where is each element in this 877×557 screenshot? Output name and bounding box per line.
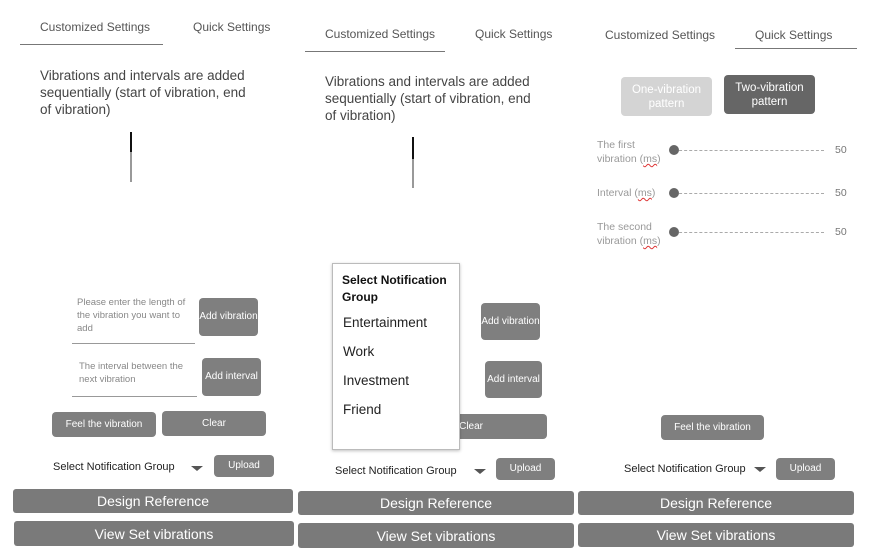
feel-vibration-button[interactable]: Feel the vibration bbox=[661, 415, 764, 440]
notification-group-dropdown: Select Notification Group Entertainment … bbox=[332, 263, 460, 450]
active-tab-underline bbox=[305, 51, 445, 52]
vibration-timeline bbox=[130, 152, 132, 182]
second-vibration-slider-handle[interactable] bbox=[669, 227, 679, 237]
dropdown-title: Select Notification Group bbox=[342, 273, 447, 304]
design-reference-button[interactable]: Design Reference bbox=[578, 491, 854, 515]
add-vibration-button[interactable]: Add vibration bbox=[199, 298, 258, 336]
one-vibration-pattern-button[interactable]: One-vibration pattern bbox=[621, 77, 712, 116]
dropdown-item-work[interactable]: Work bbox=[343, 344, 375, 359]
active-tab-underline bbox=[735, 48, 857, 49]
chevron-down-icon[interactable] bbox=[474, 469, 486, 474]
upload-button[interactable]: Upload bbox=[214, 455, 274, 477]
add-interval-button[interactable]: Add interval bbox=[202, 358, 261, 396]
view-set-vibrations-button[interactable]: View Set vibrations bbox=[14, 521, 294, 546]
dropdown-item-entertainment[interactable]: Entertainment bbox=[343, 315, 428, 330]
first-vibration-value: 50 bbox=[835, 144, 847, 156]
design-reference-button[interactable]: Design Reference bbox=[298, 491, 574, 515]
first-vibration-slider-handle[interactable] bbox=[669, 145, 679, 155]
view-set-vibrations-button[interactable]: View Set vibrations bbox=[578, 523, 854, 547]
input-underline bbox=[72, 343, 195, 344]
feel-vibration-button[interactable]: Feel the vibration bbox=[52, 412, 156, 437]
first-vibration-slider[interactable] bbox=[674, 150, 824, 151]
vibration-timeline-active bbox=[130, 132, 132, 152]
notification-group-select[interactable]: Select Notification Group bbox=[53, 461, 175, 473]
clear-button[interactable]: Clear bbox=[443, 414, 547, 439]
vibration-timeline bbox=[412, 159, 414, 188]
dropdown-item-investment[interactable]: Investment bbox=[343, 373, 410, 388]
chevron-down-icon[interactable] bbox=[191, 466, 203, 471]
tab-quick-settings[interactable]: Quick Settings bbox=[193, 20, 271, 34]
tab-customized-settings[interactable]: Customized Settings bbox=[325, 27, 436, 41]
add-vibration-button[interactable]: Add vibration bbox=[481, 303, 540, 340]
second-vibration-label: The second vibration (ms) bbox=[597, 221, 661, 247]
first-vibration-label: The first vibration (ms) bbox=[597, 139, 661, 165]
design-reference-button[interactable]: Design Reference bbox=[13, 489, 293, 513]
second-vibration-value: 50 bbox=[835, 226, 847, 238]
notification-group-select[interactable]: Select Notification Group bbox=[624, 463, 746, 475]
add-interval-button[interactable]: Add interval bbox=[485, 361, 542, 398]
instructions-text: Vibrations and intervals are added seque… bbox=[325, 74, 531, 123]
input-underline bbox=[72, 396, 197, 397]
dropdown-item-friend[interactable]: Friend bbox=[343, 402, 382, 417]
interval-slider-handle[interactable] bbox=[669, 188, 679, 198]
interval-slider[interactable] bbox=[674, 193, 824, 194]
upload-button[interactable]: Upload bbox=[776, 458, 835, 480]
interval-input[interactable]: The interval between the next vibration bbox=[79, 361, 184, 385]
second-vibration-slider[interactable] bbox=[674, 232, 824, 233]
tab-quick-settings[interactable]: Quick Settings bbox=[475, 27, 553, 41]
instructions-text: Vibrations and intervals are added seque… bbox=[40, 68, 246, 117]
interval-value: 50 bbox=[835, 187, 847, 199]
upload-button[interactable]: Upload bbox=[496, 458, 555, 480]
vibration-length-input[interactable]: Please enter the length of the vibration… bbox=[77, 297, 186, 334]
active-tab-underline bbox=[20, 44, 163, 45]
notification-group-select[interactable]: Select Notification Group bbox=[335, 465, 457, 477]
two-vibration-pattern-button[interactable]: Two-vibration pattern bbox=[724, 75, 815, 114]
chevron-down-icon[interactable] bbox=[754, 467, 766, 472]
tab-customized-settings[interactable]: Customized Settings bbox=[605, 28, 716, 42]
view-set-vibrations-button[interactable]: View Set vibrations bbox=[298, 523, 574, 548]
tab-customized-settings[interactable]: Customized Settings bbox=[40, 20, 151, 34]
clear-button[interactable]: Clear bbox=[162, 411, 266, 436]
vibration-timeline-active bbox=[412, 137, 414, 159]
interval-label: Interval (ms) bbox=[597, 187, 656, 199]
tab-quick-settings[interactable]: Quick Settings bbox=[755, 28, 833, 42]
